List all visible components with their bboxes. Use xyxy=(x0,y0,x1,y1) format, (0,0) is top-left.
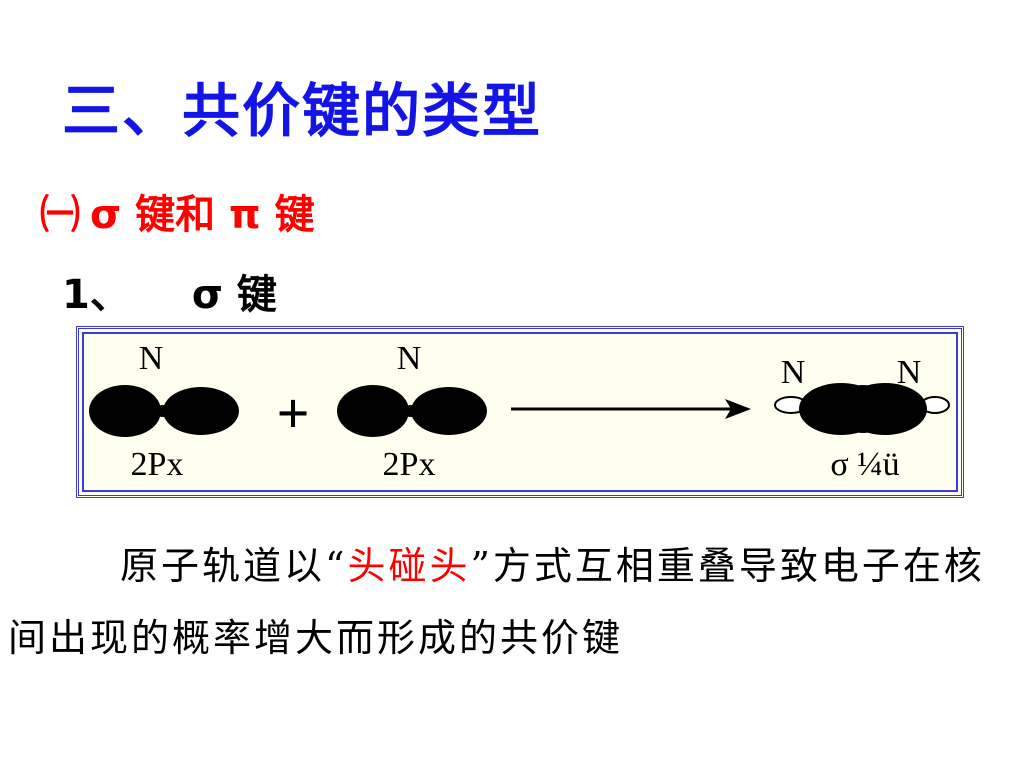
sigma-bond-orbital xyxy=(774,383,950,435)
plus-sign: + xyxy=(276,381,309,446)
definition-text-before: 原子轨道以“ xyxy=(120,544,348,588)
orbital-left-label: 2Px xyxy=(131,446,184,483)
slide-subtitle: ㈠σ 键和 π 键 xyxy=(40,182,315,240)
orbital-overlap-diagram: N 2Px + N 2Px N N σ ¼ü xyxy=(76,326,964,498)
subtitle-text: σ 键和 π 键 xyxy=(90,192,315,238)
left-p-orbital xyxy=(89,385,239,437)
atom-left-label: N xyxy=(139,340,164,377)
diagram-canvas: N 2Px + N 2Px N N σ ¼ü xyxy=(89,340,950,483)
middle-p-orbital xyxy=(337,385,487,437)
product-left-label: N xyxy=(781,354,806,391)
atom-middle-label: N xyxy=(397,340,422,377)
definition-paragraph: 原子轨道以“头碰头”方式互相重叠导致电子在核间出现的概率增大而形成的共价键 xyxy=(8,530,1018,674)
subtitle-number: ㈠ xyxy=(40,192,80,238)
slide-title: 三、共价键的类型 xyxy=(62,77,543,145)
product-right-label: N xyxy=(897,354,922,391)
orbital-middle-label: 2Px xyxy=(383,446,436,483)
definition-text-after: ”方式互相重叠导致电子在核间出现的概率增大而形成的共价键 xyxy=(8,544,985,660)
product-label: σ ¼ü xyxy=(830,446,899,483)
definition-highlight: 头碰头 xyxy=(347,544,471,588)
reaction-arrow-icon xyxy=(511,399,751,419)
section-number: 1、 xyxy=(62,272,130,318)
section-heading: 1、 σ 键 xyxy=(62,262,277,320)
section-text: σ 键 xyxy=(191,272,277,318)
